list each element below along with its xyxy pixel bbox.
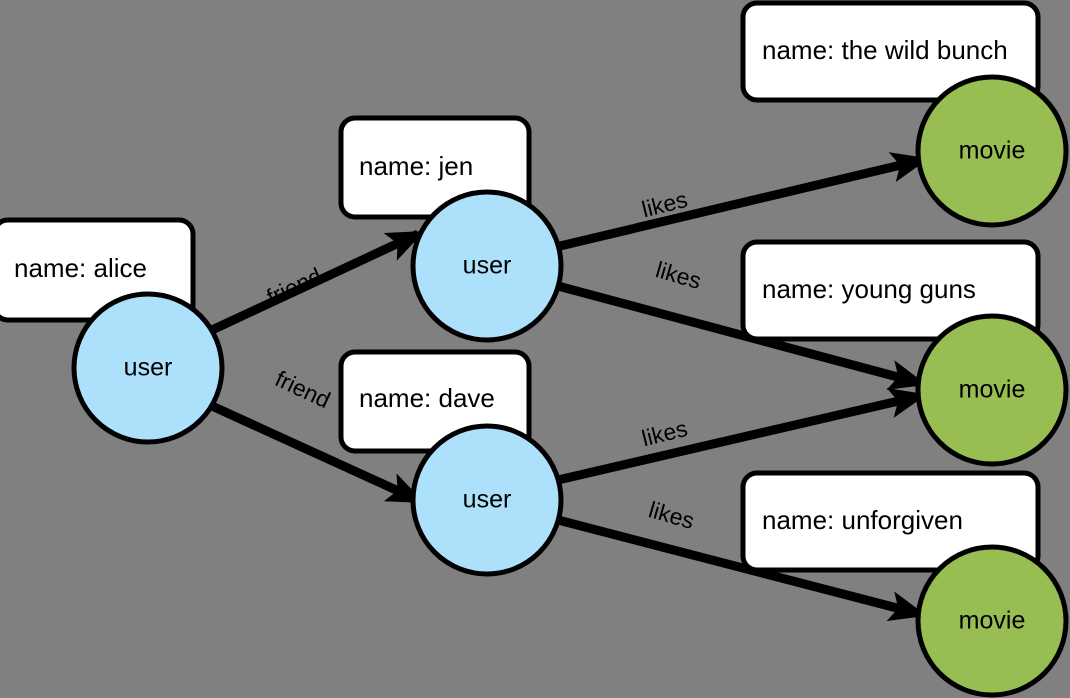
edge-alice-jen <box>210 229 425 335</box>
property-text-alice: name: alice <box>14 253 147 283</box>
edge-label-dave-likes-unforgiven: likes <box>646 496 697 534</box>
property-text-young_guns: name: young guns <box>762 274 976 304</box>
property-box-unforgiven <box>740 470 1041 573</box>
node-label-jen: user <box>463 252 512 280</box>
edge-dave-unforgiven <box>556 515 927 622</box>
property-text-unforgiven: name: unforgiven <box>762 505 963 535</box>
node-label-unforgiven: movie <box>959 607 1026 635</box>
node-label-wild_bunch: movie <box>959 137 1026 165</box>
node-unforgiven[interactable] <box>915 544 1069 698</box>
edge-label-dave-likes-younggus: likes <box>639 415 690 451</box>
property-box-young_guns <box>740 239 1041 342</box>
edge-label-alice-friend-jen: friend <box>263 262 326 310</box>
node-label-young_guns: movie <box>959 376 1026 404</box>
node-label-alice: user <box>124 354 173 382</box>
node-dave[interactable] <box>410 423 564 577</box>
edges-layer <box>210 152 930 622</box>
node-young_guns[interactable] <box>915 313 1069 467</box>
node-label-dave: user <box>463 486 512 514</box>
node-wild_bunch[interactable] <box>915 74 1069 228</box>
edge-jen-wild_bunch <box>558 152 930 251</box>
edge-alice-dave <box>210 401 425 505</box>
property-boxes-layer: name: alice name: jen name: dave name: the … <box>0 0 1041 573</box>
nodes-layer: user user user movie movie movie <box>71 74 1069 698</box>
node-alice[interactable] <box>71 291 225 445</box>
property-text-jen: name: jen <box>359 151 473 181</box>
property-text-wild_bunch: name: the wild bunch <box>762 35 1008 65</box>
property-text-dave: name: dave <box>359 383 495 413</box>
edge-label-alice-friend-dave: friend <box>271 365 334 413</box>
edge-jen-young_guns <box>556 281 927 390</box>
edge-dave-young_guns <box>556 388 928 485</box>
property-box-wild_bunch <box>740 0 1041 103</box>
edge-label-jen-likes-younggus: likes <box>653 256 704 294</box>
node-jen[interactable] <box>410 189 564 343</box>
